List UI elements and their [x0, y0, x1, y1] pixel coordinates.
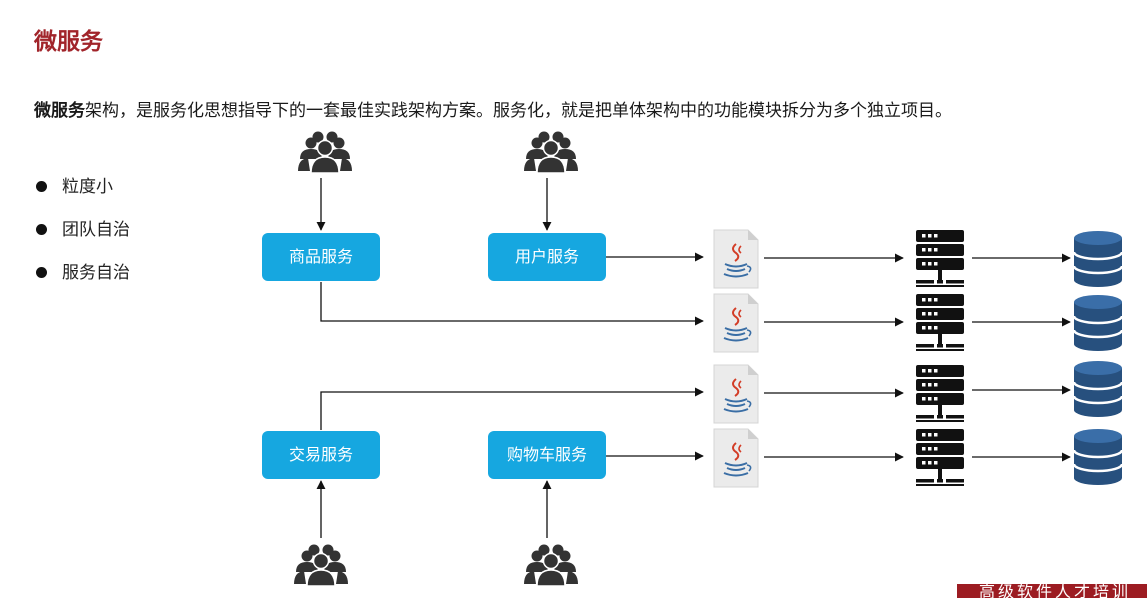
- java-file-icon: [713, 229, 759, 289]
- java-file-icon: [713, 364, 759, 424]
- feature-item: 服务自治: [34, 258, 130, 301]
- database-icon: [1072, 359, 1124, 419]
- java-file-icon: [713, 428, 759, 488]
- database-icon: [1072, 229, 1124, 289]
- server-icon: [916, 365, 964, 422]
- description-text: 架构，是服务化思想指导下的一套最佳实践架构方案。服务化，就是把单体架构中的功能模…: [85, 101, 952, 121]
- service-trade: 交易服务: [262, 431, 380, 479]
- service-cart: 购物车服务: [488, 431, 606, 479]
- description: 微服务架构，是服务化思想指导下的一套最佳实践架构方案。服务化，就是把单体架构中的…: [34, 90, 1104, 133]
- users-group-icon: [297, 130, 353, 174]
- footer-banner: 高级软件人才培训: [957, 584, 1147, 598]
- feature-item: 团队自治: [34, 215, 130, 258]
- footer-banner-text: 高级软件人才培训: [979, 584, 1132, 598]
- service-user: 用户服务: [488, 233, 606, 281]
- java-file-icon: [713, 293, 759, 353]
- server-icon: [916, 294, 964, 351]
- description-bold: 微服务: [34, 101, 85, 121]
- users-group-icon: [523, 543, 579, 587]
- page-title: 微服务: [34, 29, 103, 55]
- server-icon: [916, 429, 964, 486]
- server-icon: [916, 230, 964, 287]
- feature-item: 粒度小: [34, 172, 130, 215]
- database-icon: [1072, 427, 1124, 487]
- users-group-icon: [293, 543, 349, 587]
- feature-list: 粒度小 团队自治 服务自治: [34, 172, 130, 301]
- service-goods: 商品服务: [262, 233, 380, 281]
- users-group-icon: [523, 130, 579, 174]
- database-icon: [1072, 293, 1124, 353]
